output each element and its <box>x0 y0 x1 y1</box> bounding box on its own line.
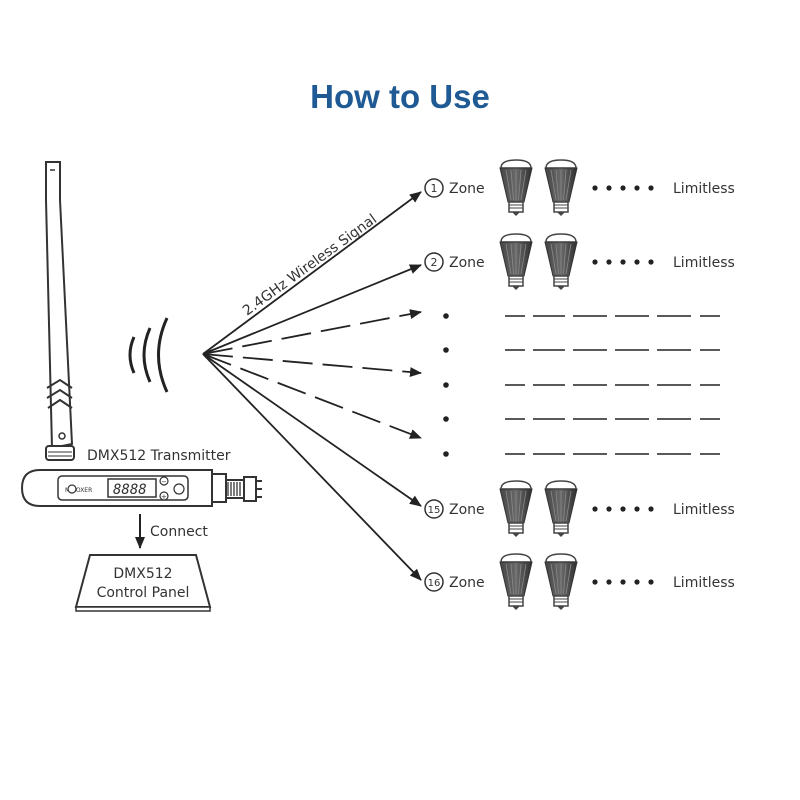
light-bulb-icon <box>544 159 578 216</box>
panel-line2: Control Panel <box>97 585 190 601</box>
ellipsis-dot <box>606 579 612 585</box>
zone-label: Zone <box>449 575 485 591</box>
transmitter-display: 8888 <box>113 482 147 498</box>
zone-label: Zone <box>449 502 485 518</box>
signal-label: 2.4GHz Wireless Signal <box>240 211 380 319</box>
ellipsis-dot <box>634 185 640 191</box>
antenna <box>45 161 75 461</box>
dmx512-control-panel <box>74 554 212 612</box>
transmitter-label: DMX512 Transmitter <box>87 448 231 464</box>
placeholder-dot <box>443 382 449 388</box>
ellipsis-dot <box>606 185 612 191</box>
ray-dashed-3 <box>202 353 422 439</box>
ellipsis-dot <box>620 185 626 191</box>
zone-label: Zone <box>449 181 485 197</box>
placeholder-row <box>443 451 720 457</box>
connect-label: Connect <box>150 524 208 540</box>
ellipsis-dot <box>634 579 640 585</box>
zone-label: Zone <box>449 255 485 271</box>
ellipsis-dot <box>648 579 654 585</box>
ellipsis-dot <box>606 506 612 512</box>
zone-row: 2 Zone Limitless <box>424 233 735 290</box>
placeholder-dot <box>443 313 449 319</box>
plus-button: + <box>161 493 167 501</box>
ellipsis-dot <box>648 506 654 512</box>
zone-row: 15 Zone Limitless <box>424 480 735 537</box>
page-title: How to Use <box>310 78 490 115</box>
ellipsis-dot <box>606 259 612 265</box>
ray-zone-15 <box>202 353 422 507</box>
placeholder-row <box>443 313 720 319</box>
zone-limit-label: Limitless <box>673 502 735 518</box>
transmitter-brand: MiBOXER <box>65 487 92 494</box>
placeholder-dot <box>443 347 449 353</box>
zone-number: 2 <box>431 256 438 269</box>
wireless-signal-icon <box>128 317 169 393</box>
ellipsis-dot <box>620 259 626 265</box>
zone-number-badge <box>424 499 444 519</box>
zone-limit-label: Limitless <box>673 181 735 197</box>
ellipsis-dot <box>592 579 598 585</box>
placeholder-dot <box>443 416 449 422</box>
placeholder-row <box>443 416 720 422</box>
ray-zone-16 <box>202 353 422 581</box>
zone-row: 1 Zone Limitless <box>424 159 735 216</box>
zone-number: 15 <box>428 505 441 516</box>
zone-number-badge <box>424 178 444 198</box>
ellipsis-dot <box>592 185 598 191</box>
light-bulb-icon <box>499 480 533 537</box>
ray-zone-2 <box>202 264 422 355</box>
ellipsis-dot <box>620 579 626 585</box>
zone-number-badge <box>424 252 444 272</box>
minus-button: − <box>161 478 167 486</box>
placeholder-dot <box>443 451 449 457</box>
light-bulb-icon <box>544 480 578 537</box>
zone-limit-label: Limitless <box>673 255 735 271</box>
ray-dashed-1 <box>202 309 422 355</box>
panel-line1: DMX512 <box>113 566 172 582</box>
zone-row: 16 Zone Limitless <box>424 553 735 610</box>
zone-number-badge <box>424 572 444 592</box>
ellipsis-dot <box>648 259 654 265</box>
zone-number: 1 <box>431 182 438 195</box>
light-bulb-icon <box>499 159 533 216</box>
ellipsis-dot <box>648 185 654 191</box>
dmx512-transmitter: MiBOXER 8888 − + <box>20 469 262 507</box>
light-bulb-icon <box>544 553 578 610</box>
ray-zone-1 <box>202 191 422 355</box>
zone-number: 16 <box>428 578 441 589</box>
ellipsis-dot <box>634 259 640 265</box>
light-bulb-icon <box>544 233 578 290</box>
light-bulb-icon <box>499 233 533 290</box>
ellipsis-dot <box>634 506 640 512</box>
light-bulb-icon <box>499 553 533 610</box>
zone-limit-label: Limitless <box>673 575 735 591</box>
placeholder-row <box>443 347 720 353</box>
placeholder-rows <box>443 313 720 457</box>
ellipsis-dot <box>592 259 598 265</box>
ray-dashed-2 <box>202 353 422 378</box>
signal-rays <box>202 191 422 581</box>
ellipsis-dot <box>592 506 598 512</box>
ellipsis-dot <box>620 506 626 512</box>
placeholder-row <box>443 382 720 388</box>
